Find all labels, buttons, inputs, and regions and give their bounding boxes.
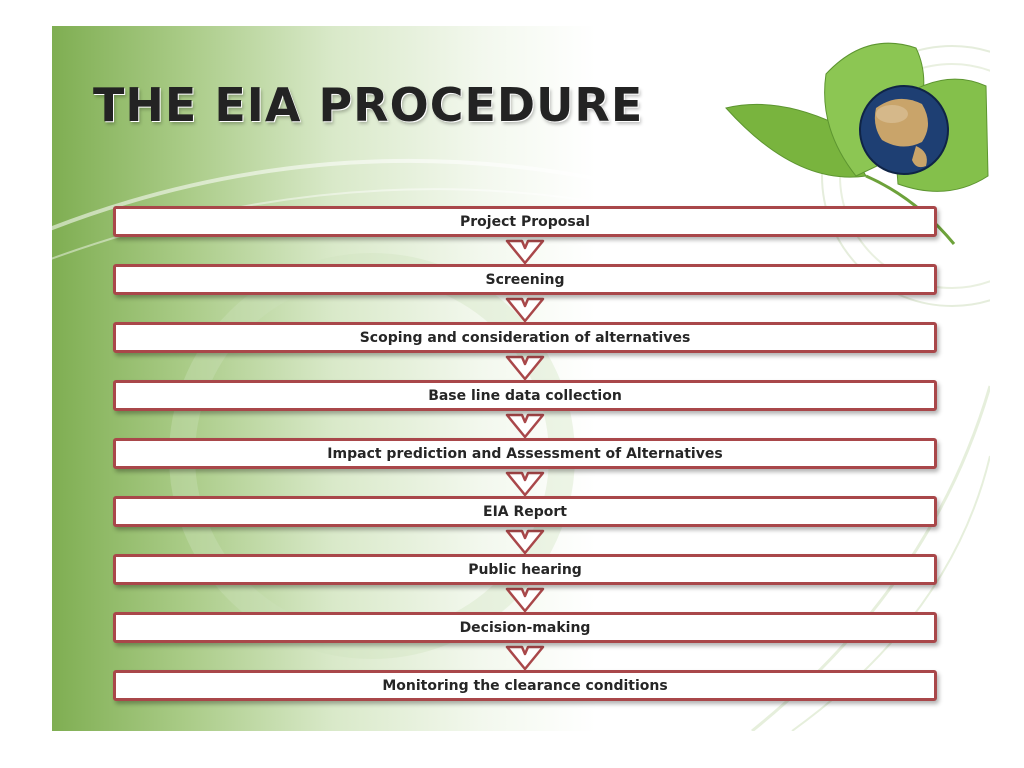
step-label: EIA Report [483,503,567,520]
chevron-down-icon [505,471,545,497]
step-project-proposal: Project Proposal [113,206,937,237]
step-label: Decision-making [459,619,591,636]
step-label: Base line data collection [428,387,622,404]
step-label: Project Proposal [460,213,590,230]
flow-connectors [505,239,545,671]
step-label: Monitoring the clearance conditions [382,677,668,694]
chevron-down-icon [505,413,545,439]
step-screening: Screening [113,264,937,295]
step-baseline-data-collection: Base line data collection [113,380,937,411]
step-eia-report: EIA Report [113,496,937,527]
step-monitoring: Monitoring the clearance conditions [113,670,937,701]
slide-title: THE EIA PROCEDURE [93,78,644,132]
step-label: Public hearing [468,561,582,578]
chevron-down-icon [505,529,545,555]
step-label: Scoping and consideration of alternative… [359,329,691,346]
globe-icon [859,85,949,175]
slide: THE EIA PROCEDURE [52,26,990,731]
step-label: Impact prediction and Assessment of Alte… [327,445,723,462]
chevron-down-icon [505,297,545,323]
leaf-globe-graphic [725,42,989,245]
step-decision-making: Decision-making [113,612,937,643]
step-label: Screening [485,271,565,288]
chevron-down-icon [505,587,545,613]
step-impact-prediction: Impact prediction and Assessment of Alte… [113,438,937,469]
step-scoping: Scoping and consideration of alternative… [113,322,937,353]
chevron-down-icon [505,239,545,265]
chevron-down-icon [505,645,545,671]
step-public-hearing: Public hearing [113,554,937,585]
chevron-down-icon [505,355,545,381]
